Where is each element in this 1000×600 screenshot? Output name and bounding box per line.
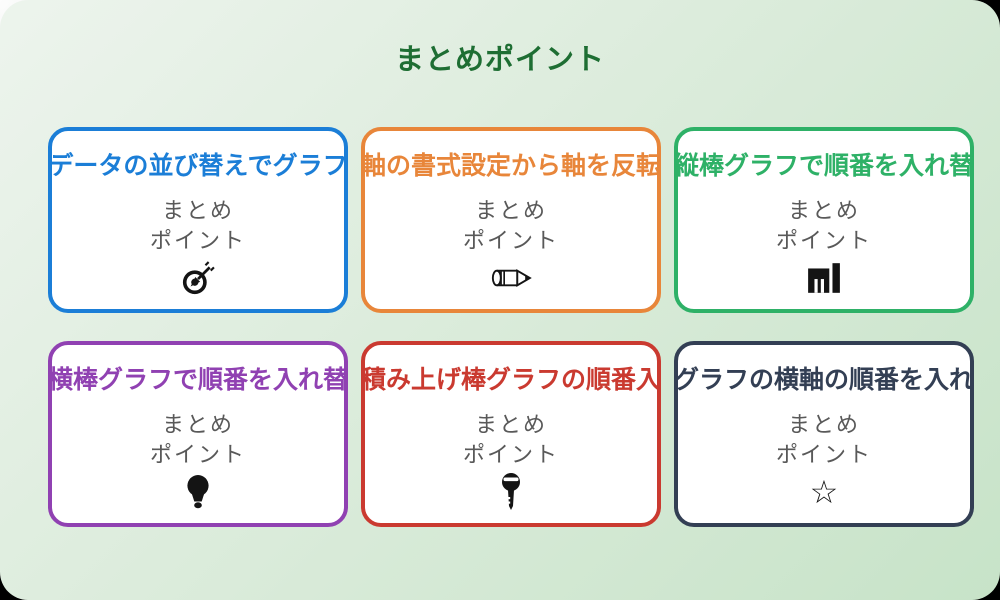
card-subtitle: まとめ ポイント	[150, 410, 246, 470]
card-subtitle-line1: まとめ	[474, 198, 547, 223]
card-subtitle: まとめ ポイント	[776, 196, 872, 256]
summary-card-bar-chart[interactable]: 横棒グラフで順番を入れ替 まとめ ポイント	[48, 341, 348, 527]
card-subtitle-line1: まとめ	[474, 412, 547, 437]
bar-chart-icon	[806, 259, 842, 297]
summary-card-horizontal-axis[interactable]: グラフの横軸の順番を入れ まとめ ポイント ☆	[674, 341, 974, 527]
summary-card-stacked-chart[interactable]: 積み上げ棒グラフの順番入 まとめ ポイント	[361, 341, 661, 527]
lightbulb-icon	[185, 473, 211, 511]
card-title: 縦棒グラフで順番を入れ替	[674, 152, 975, 180]
card-subtitle-line1: まとめ	[787, 412, 860, 437]
card-grid: データの並び替えでグラフ まとめ ポイント 軸の書式設定から軸を反転	[48, 127, 974, 527]
card-subtitle-line2: ポイント	[462, 228, 559, 253]
page-title: まとめポイント	[394, 44, 605, 76]
card-subtitle: まとめ ポイント	[150, 196, 246, 256]
summary-card-sort-data[interactable]: データの並び替えでグラフ まとめ ポイント	[48, 127, 348, 313]
summary-card-column-chart[interactable]: 縦棒グラフで順番を入れ替 まとめ ポイント	[674, 127, 974, 313]
card-title: 横棒グラフで順番を入れ替	[48, 366, 349, 394]
card-subtitle: まとめ ポイント	[776, 410, 872, 470]
card-subtitle-line1: まとめ	[161, 198, 234, 223]
summary-card-axis-format[interactable]: 軸の書式設定から軸を反転 まとめ ポイント	[361, 127, 661, 313]
card-title: グラフの横軸の順番を入れ	[674, 366, 975, 394]
pencil-icon	[490, 259, 532, 297]
star-icon: ☆	[809, 474, 839, 510]
key-icon	[498, 473, 524, 511]
card-subtitle: まとめ ポイント	[463, 196, 559, 256]
card-subtitle-line1: まとめ	[161, 412, 234, 437]
card-title: データの並び替えでグラフ	[48, 152, 348, 180]
card-subtitle-line2: ポイント	[149, 442, 246, 467]
card-title: 軸の書式設定から軸を反転	[361, 152, 662, 180]
dart-target-icon	[181, 259, 215, 297]
card-subtitle-line2: ポイント	[149, 228, 246, 253]
card-subtitle: まとめ ポイント	[463, 410, 559, 470]
card-subtitle-line2: ポイント	[775, 228, 872, 253]
card-subtitle-line2: ポイント	[775, 442, 872, 467]
card-subtitle-line1: まとめ	[787, 198, 860, 223]
card-subtitle-line2: ポイント	[462, 442, 559, 467]
card-title: 積み上げ棒グラフの順番入	[361, 366, 662, 394]
